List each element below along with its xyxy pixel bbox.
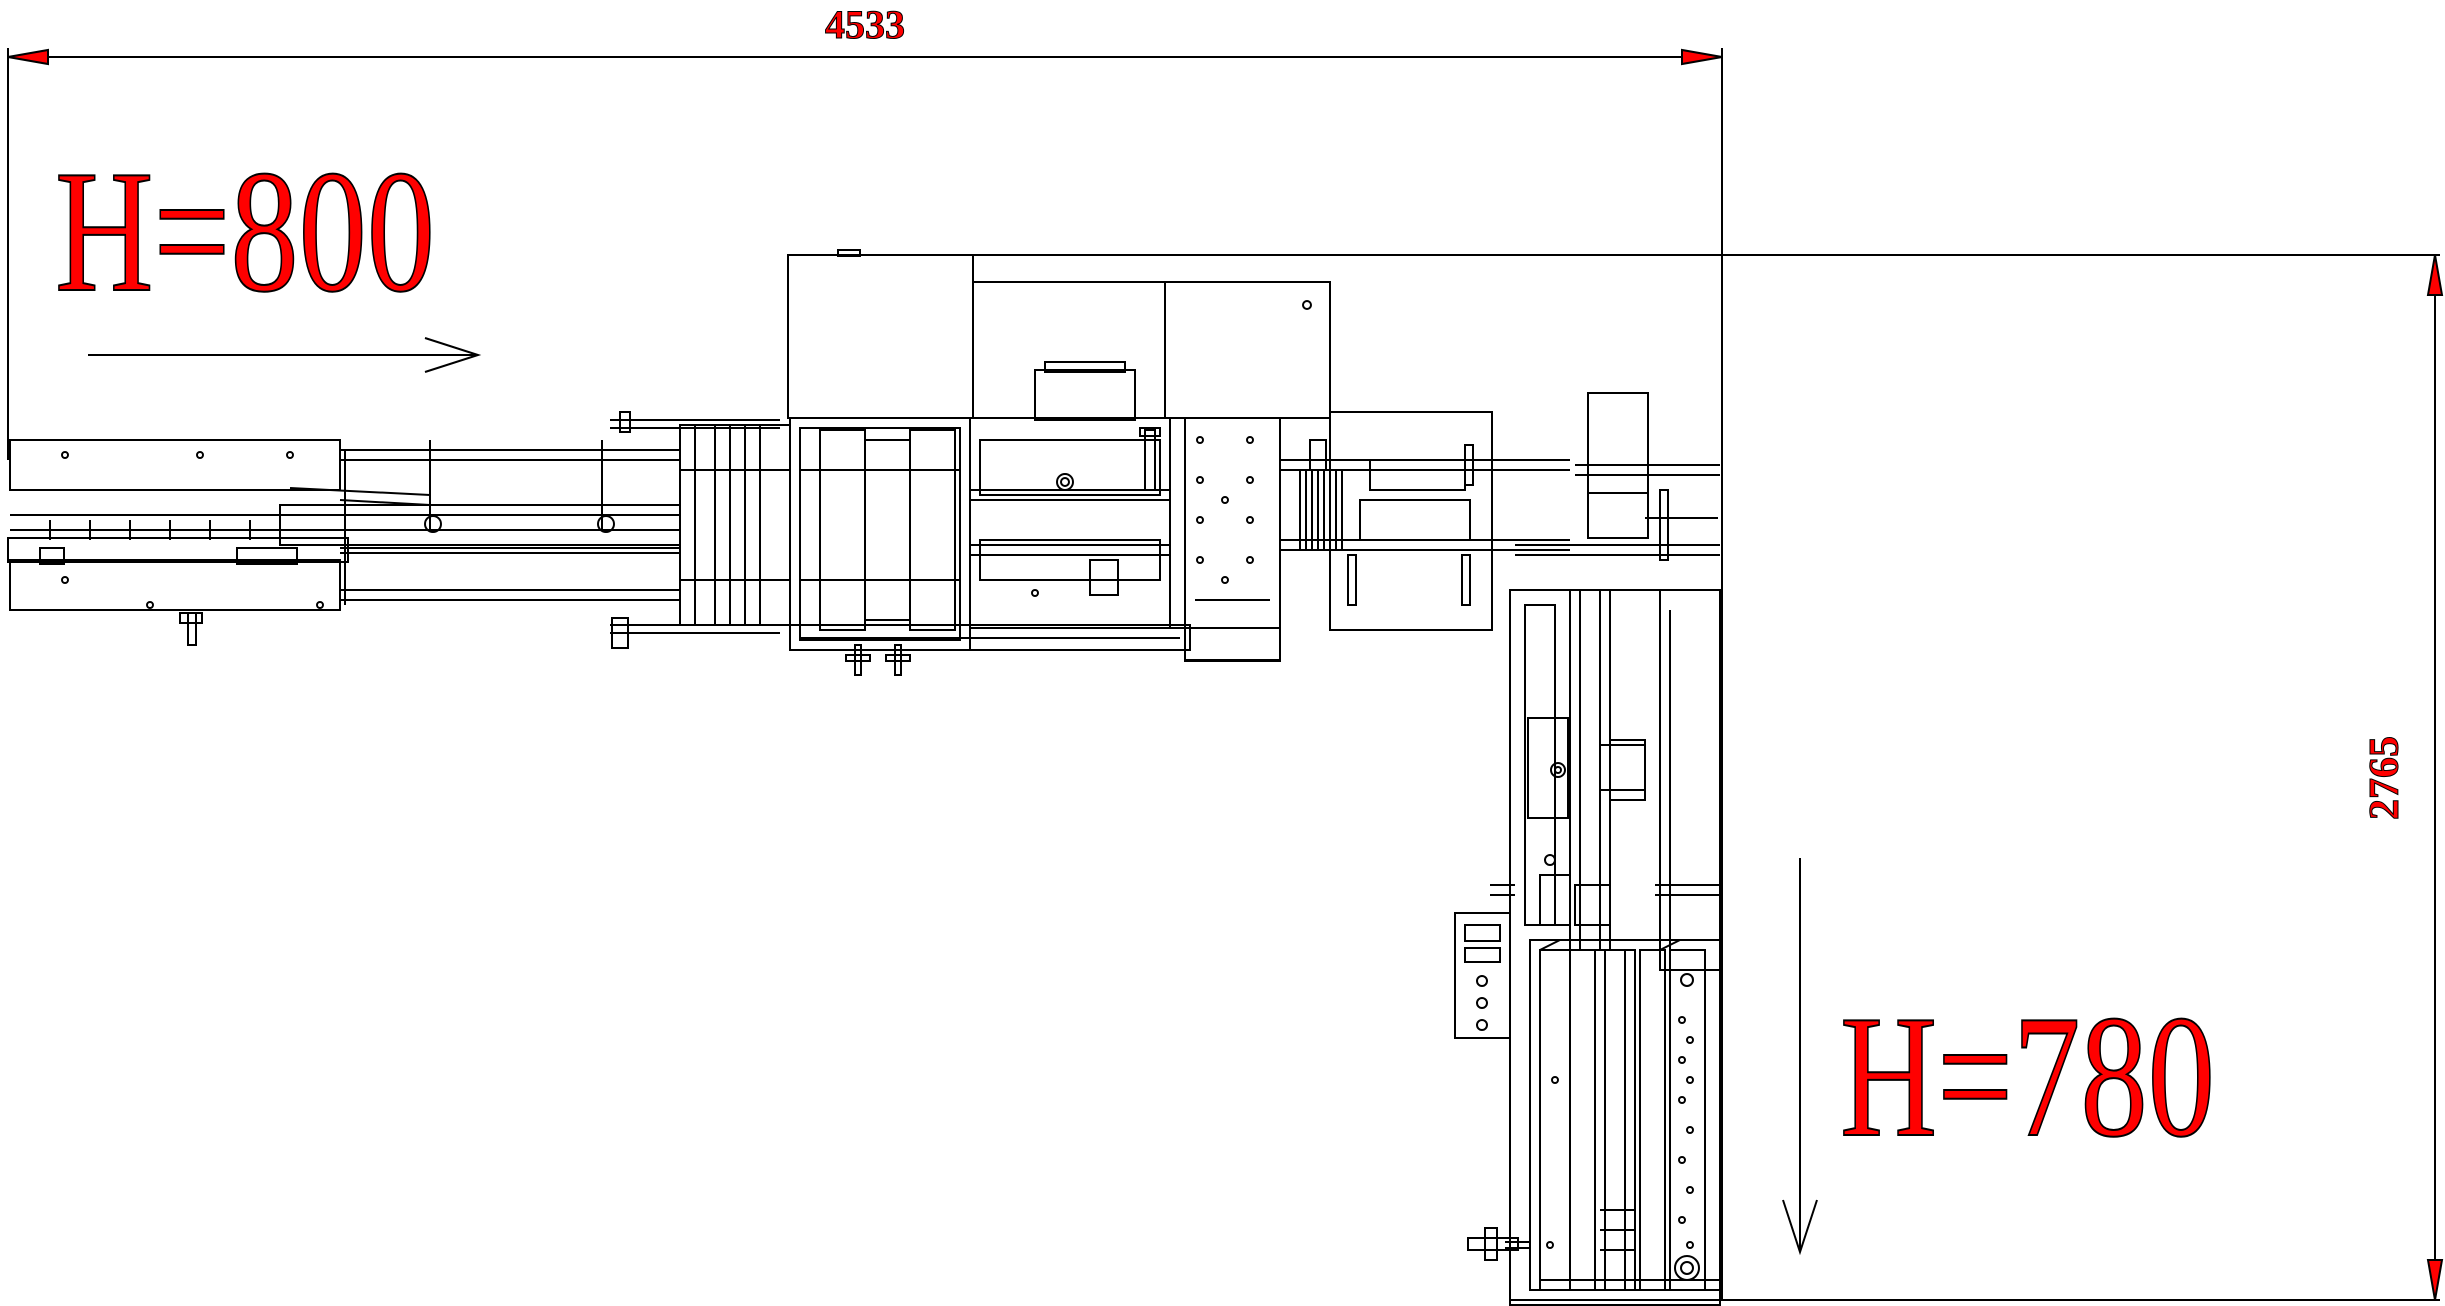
infeed-conveyor — [7, 411, 780, 649]
bearing-icon — [1550, 762, 1566, 778]
knob-icon — [597, 515, 615, 533]
flow-arrow-right-icon — [88, 337, 482, 373]
central-body — [789, 417, 1281, 676]
outfeed-height-label: H=780 — [1840, 979, 2215, 1173]
control-knob-icon — [1476, 975, 1488, 987]
outfeed-conveyor — [1467, 939, 1721, 1291]
depth-dimension-label: 2765 — [2362, 736, 2408, 820]
dimension-arrow-right — [1681, 48, 1723, 66]
machine-outline — [7, 249, 1721, 1306]
infeed-height-label: H=800 — [55, 134, 435, 328]
roller-icon — [1674, 1255, 1700, 1281]
control-panel — [1454, 912, 1511, 1039]
depth-dimension — [790, 254, 2444, 1301]
dimension-arrow-top — [2426, 254, 2444, 296]
width-dimension — [7, 48, 1723, 1300]
dimension-arrow-left — [7, 48, 49, 66]
flow-arrow-down-icon — [1782, 858, 1818, 1256]
top-cabinets — [787, 249, 1331, 421]
transfer-section — [1280, 411, 1570, 631]
width-dimension-label: 4533 — [825, 2, 905, 47]
control-knob-icon — [1476, 997, 1488, 1009]
control-knob-icon — [1476, 1019, 1488, 1031]
dimension-arrow-bottom — [2426, 1259, 2444, 1301]
knob-icon — [424, 515, 442, 533]
forming-section — [679, 424, 791, 626]
